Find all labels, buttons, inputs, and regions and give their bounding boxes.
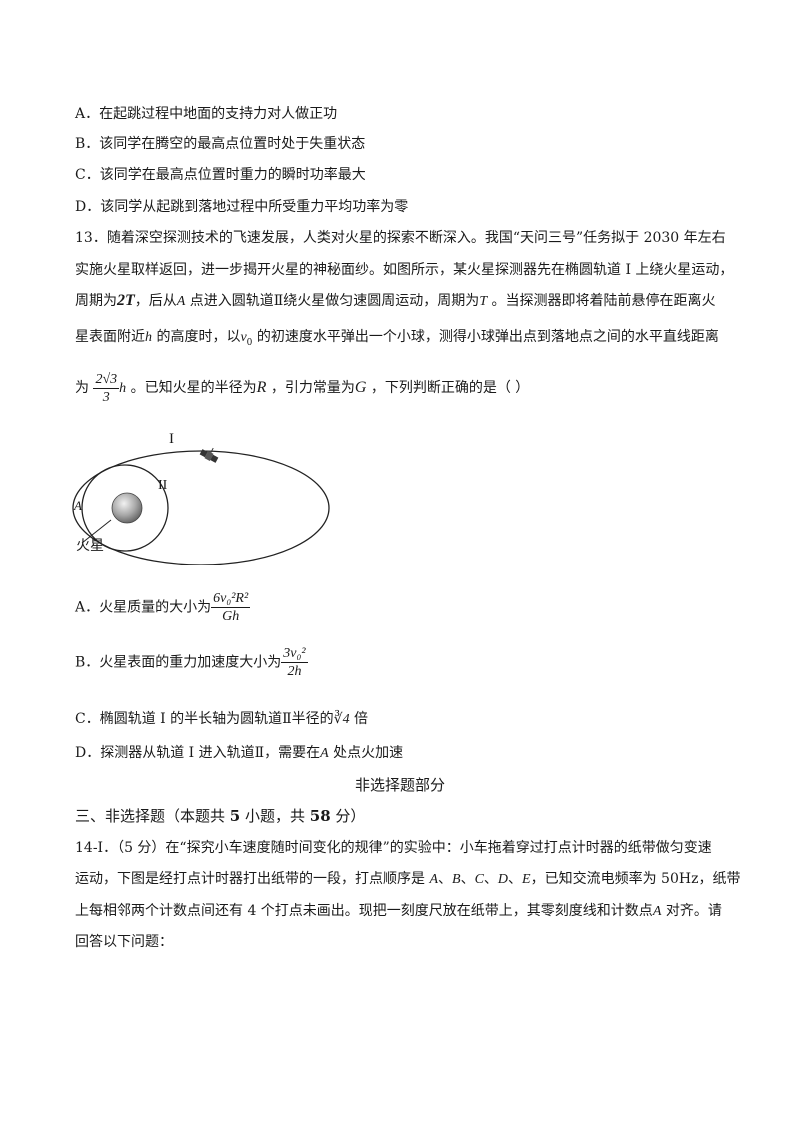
- q13-option-d: D．探测器从轨道 I 进入轨道Ⅱ，需要在A 处点火加速: [75, 745, 404, 761]
- q12-option-d: D．该同学从起跳到落地过程中所受重力平均功率为零: [75, 199, 409, 215]
- q14-line-1: 14-Ⅰ．（5 分）在“探究小车速度随时间变化的规律”的实验中：小车拖着穿过打点…: [75, 840, 712, 856]
- fraction-2sqrt3-over-3: 2√3 3: [93, 371, 120, 405]
- orbit-diagram: I II A 火星: [72, 431, 330, 565]
- part-3-heading: 三、非选择题（本题共 5 小题，共 58 分）: [75, 807, 366, 825]
- q12-option-a: A．在起跳过程中地面的支持力对人做正功: [75, 106, 338, 122]
- elliptical-orbit-i: [72, 450, 330, 565]
- mars-label: 火星: [76, 539, 104, 554]
- q13-stem-line-4: 星表面附近h 的高度时，以v0 的初速度水平弹出一个小球，测得小球弹出点到落地点…: [75, 329, 719, 348]
- circular-orbit-ii: [81, 464, 169, 552]
- probe-icon: [199, 447, 219, 463]
- q13-stem-line-5: 为 2√3 3 h 。已知火星的半径为R ，引力常量为G ，下列判断正确的是（ …: [75, 371, 530, 405]
- q14-line-2: 运动，下图是经打点计时器打出纸带的一段，打点顺序是 A、B、C、D、E，已知交流…: [75, 871, 741, 887]
- point-a-label: A: [73, 498, 82, 513]
- orbit-ii-label: II: [158, 478, 168, 493]
- q12-option-c: C．该同学在最高点位置时重力的瞬时功率最大: [75, 167, 366, 183]
- section-title: 非选择题部分: [354, 776, 445, 794]
- orbit-i-label: I: [169, 431, 174, 447]
- q14-line-4: 回答以下问题：: [75, 934, 173, 950]
- q13-stem-line-2: 实施火星取样返回，进一步揭开火星的神秘面纱。如图所示，某火星探测器先在椭圆轨道 …: [75, 262, 734, 278]
- q14-line-3: 上每相邻两个计数点间还有 4 个打点未画出。现把一刻度尺放在纸带上，其零刻度线和…: [75, 903, 722, 919]
- q13-option-c: C．椭圆轨道 I 的半长轴为圆轨道Ⅱ半径的∛4 倍: [75, 711, 369, 727]
- mars-pointer-line: [81, 519, 112, 544]
- q13-stem-line-3: 周期为2T，后从A 点进入圆轨道Ⅱ绕火星做匀速圆周运动，周期为T 。当探测器即将…: [75, 292, 716, 309]
- q12-option-b: B．该同学在腾空的最高点位置时处于失重状态: [75, 136, 366, 152]
- q13-stem-line-1: 13．随着深空探测技术的飞速发展，人类对火星的探索不断深入。我国“天问三号”任务…: [75, 230, 726, 246]
- mars-planet: [111, 492, 143, 524]
